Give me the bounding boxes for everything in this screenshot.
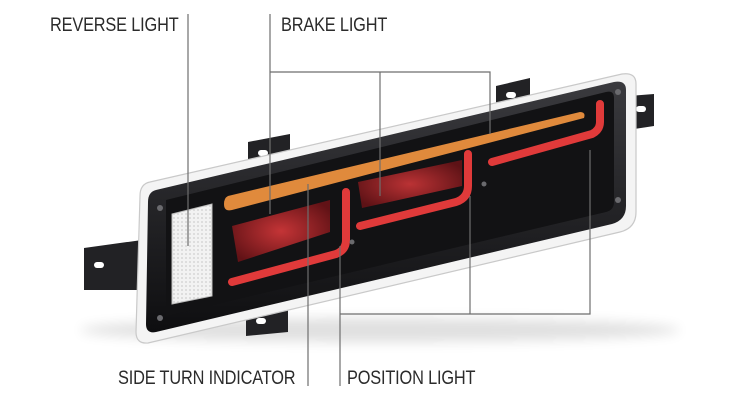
- label-brake-light: BRAKE LIGHT: [281, 15, 388, 36]
- leader-lines: [187, 14, 591, 386]
- housing-screws: [157, 89, 621, 321]
- label-side-turn-indicator: SIDE TURN INDICATOR: [118, 368, 296, 389]
- reverse-light-lens: [171, 203, 213, 305]
- label-reverse-light: REVERSE LIGHT: [50, 15, 179, 36]
- side-turn-bar: [224, 112, 585, 211]
- position-light-strips: [228, 100, 604, 286]
- brake-light-panels: [232, 160, 462, 262]
- label-position-light: POSITION LIGHT: [347, 368, 476, 389]
- inner-cavity: [166, 91, 614, 316]
